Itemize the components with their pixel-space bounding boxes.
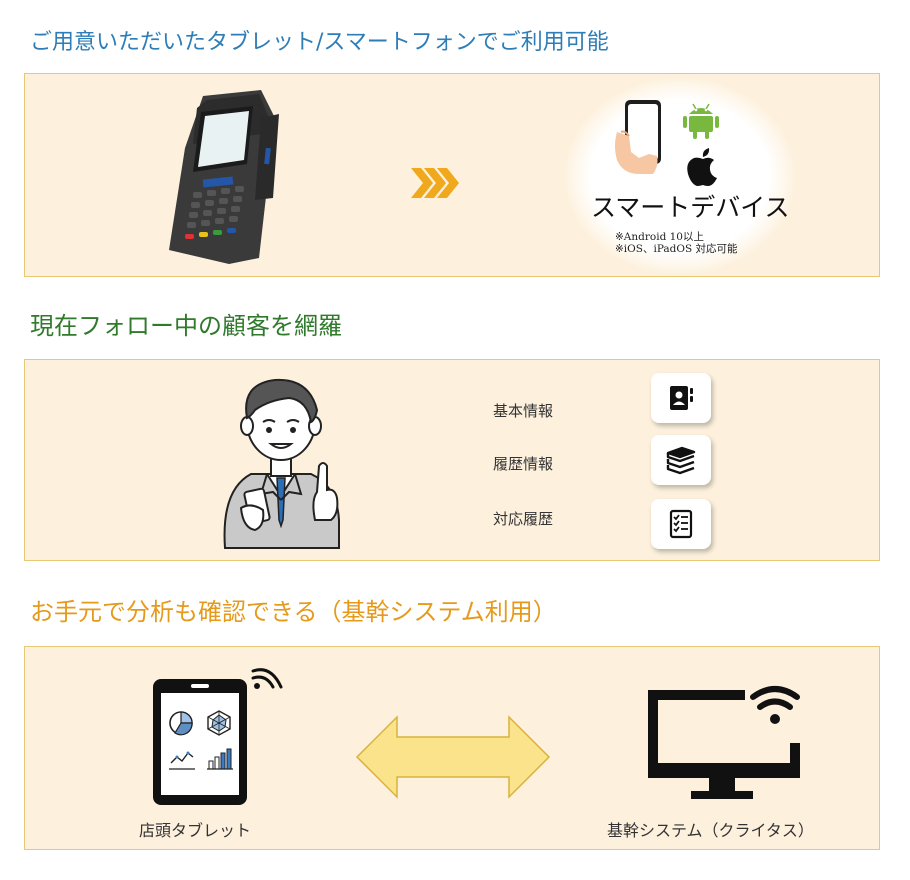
desktop-monitor-icon xyxy=(648,686,800,799)
tablet-analytics-icon xyxy=(153,679,247,805)
wifi-icon xyxy=(251,668,283,689)
section-heading-analysis: お手元で分析も確認できる（基幹システム利用） xyxy=(30,598,557,626)
apple-icon xyxy=(687,148,717,186)
section-heading-customers: 現在フォロー中の顧客を網羅 xyxy=(30,312,342,340)
android-requirement-note: ※Android 10以上 xyxy=(615,231,704,243)
books-stack-tile xyxy=(651,435,711,485)
store-tablet-caption: 店頭タブレット xyxy=(139,821,252,840)
devices-panel: スマートデバイス ※Android 10以上 ※iOS、iPadOS 対応可能 xyxy=(24,73,880,277)
section-heading-devices: ご用意いただいたタブレット/スマートフォンでご利用可能 xyxy=(30,30,609,55)
triple-chevron-icon xyxy=(411,168,459,198)
info-label-history: 履歴情報 xyxy=(493,455,554,473)
contact-book-icon xyxy=(670,386,693,410)
smartphone-hand-icon xyxy=(615,100,661,174)
double-arrow-icon xyxy=(355,715,551,799)
info-label-basic: 基本情報 xyxy=(493,402,554,420)
books-stack-icon xyxy=(666,446,696,475)
contact-book-tile xyxy=(651,373,711,423)
device-glow xyxy=(565,78,795,274)
businessman-icon xyxy=(223,378,340,549)
checklist-tile xyxy=(651,499,711,549)
smart-device-title: スマートデバイス xyxy=(591,193,790,222)
ios-support-note: ※iOS、iPadOS 対応可能 xyxy=(615,243,738,255)
android-icon xyxy=(683,103,719,139)
checklist-icon xyxy=(669,509,693,539)
analysis-panel: 店頭タブレット 基幹システム（クライタス） xyxy=(24,646,880,850)
core-system-caption: 基幹システム（クライタス） xyxy=(607,821,814,840)
handheld-terminal-icon xyxy=(169,90,279,264)
info-label-response: 対応履歴 xyxy=(493,510,554,528)
customer-info-panel: 基本情報 履歴情報 対応履歴 xyxy=(24,359,880,561)
